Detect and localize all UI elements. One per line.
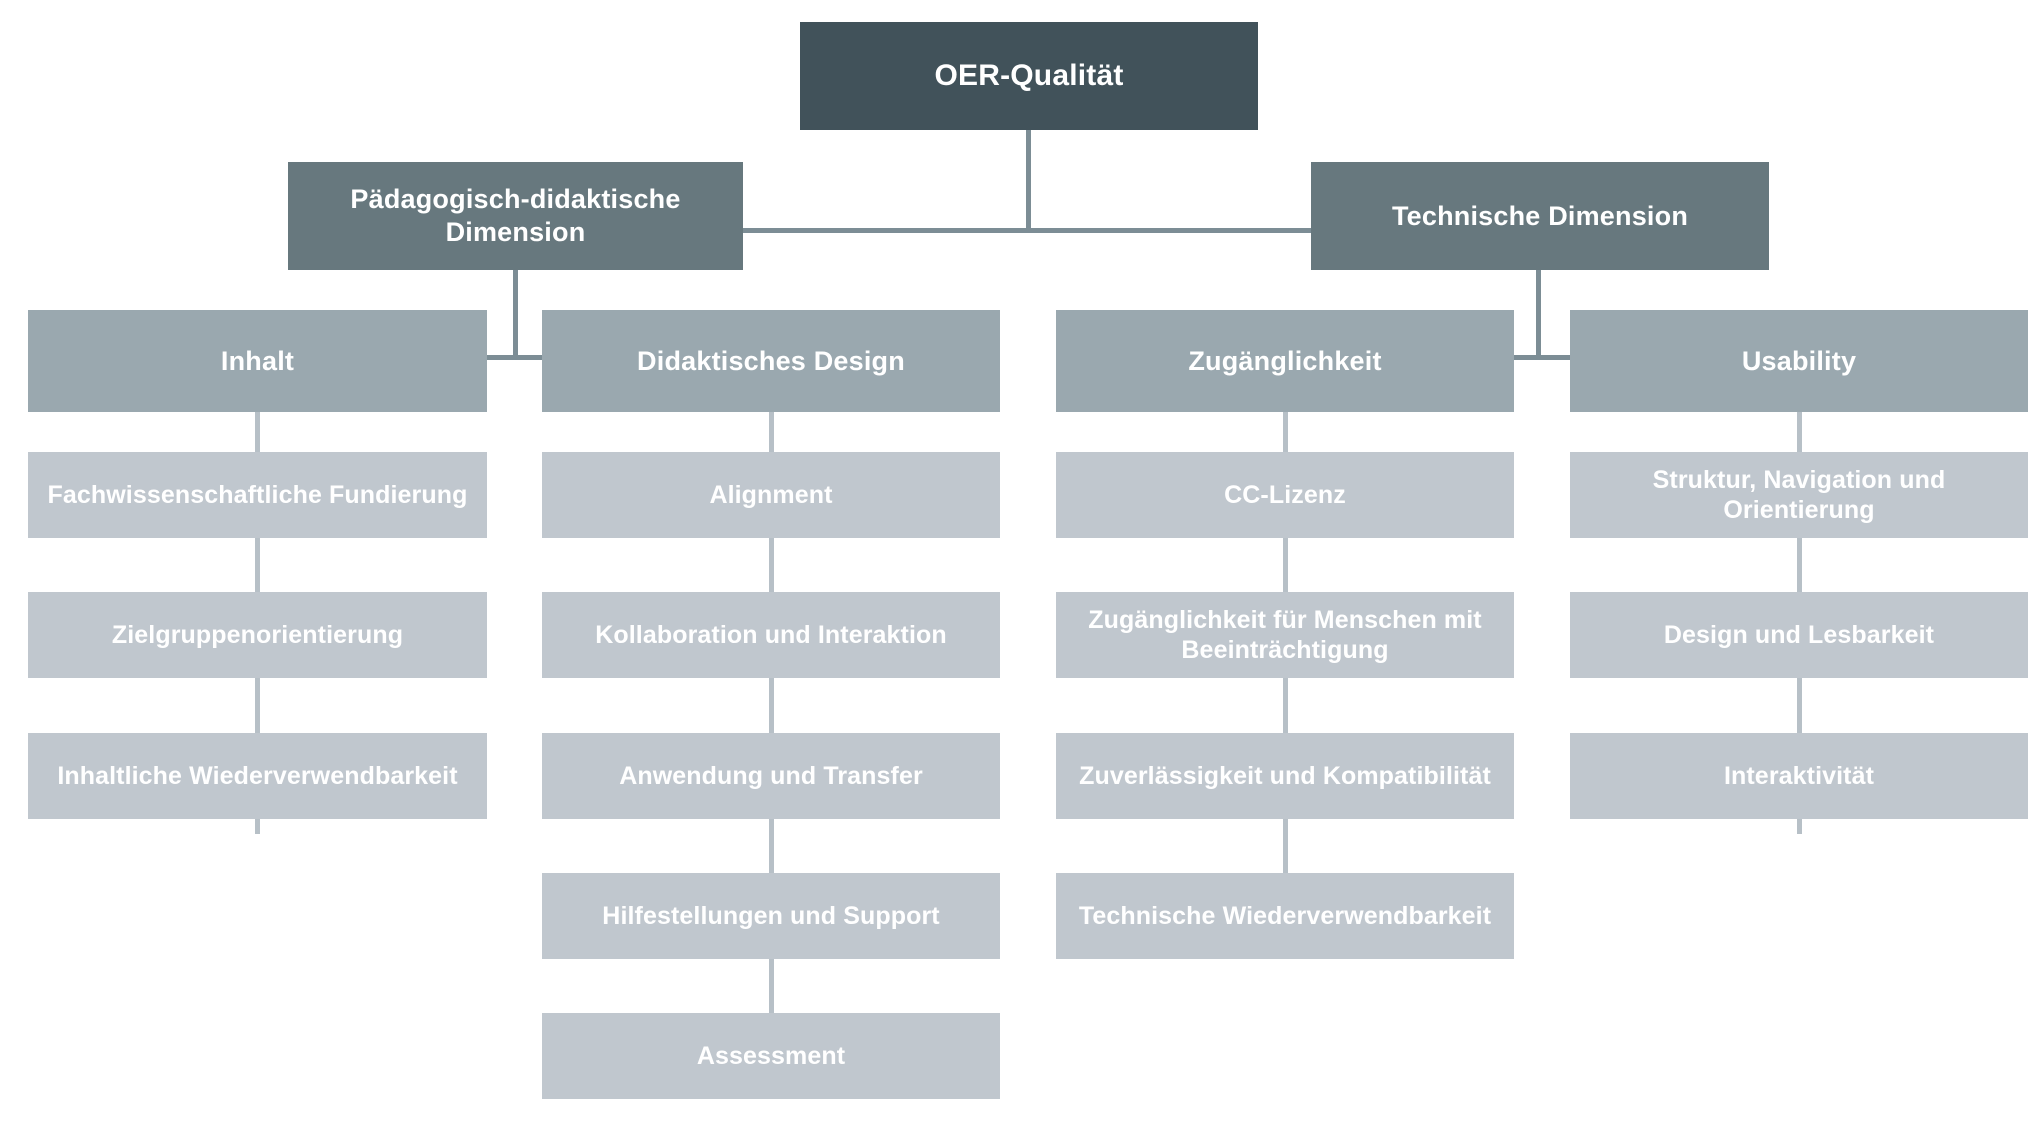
criterion-node-zugaenglichkeit-fuer-menschen-mit-beeintraechtigung[interactable]: Zugänglichkeit für Menschen mit Beeinträ… — [1056, 592, 1514, 678]
connector-spine-didaktisches-design — [769, 412, 774, 1046]
criterion-node-zuverlaessigkeit-und-kompatibilitaet[interactable]: Zuverlässigkeit und Kompatibilität — [1056, 733, 1514, 819]
root-node-oer-qualitaet[interactable]: OER-Qualität — [800, 22, 1258, 130]
criterion-node-label: Kollaboration und Interaktion — [595, 620, 947, 649]
criterion-node-anwendung-und-transfer[interactable]: Anwendung und Transfer — [542, 733, 1000, 819]
criterion-node-fachwissenschaftliche-fundierung[interactable]: Fachwissenschaftliche Fundierung — [28, 452, 487, 538]
category-node-usability[interactable]: Usability — [1570, 310, 2028, 412]
criterion-node-cc-lizenz[interactable]: CC-Lizenz — [1056, 452, 1514, 538]
criterion-node-label: Fachwissenschaftliche Fundierung — [47, 480, 468, 509]
dimension-node-paedagogisch-didaktische-dimension[interactable]: Pädagogisch-didaktische Dimension — [288, 162, 743, 270]
criterion-node-kollaboration-und-interaktion[interactable]: Kollaboration und Interaktion — [542, 592, 1000, 678]
dimension-node-label: Technische Dimension — [1391, 200, 1689, 231]
criterion-node-label: Technische Wiederverwendbarkeit — [1078, 901, 1492, 930]
criterion-node-label: Struktur, Navigation und Orientierung — [1652, 465, 1946, 525]
criterion-node-assessment[interactable]: Assessment — [542, 1013, 1000, 1099]
criterion-node-label: Inhaltliche Wiederverwendbarkeit — [57, 761, 458, 790]
connector-tech-bar — [1514, 355, 1570, 360]
category-node-didaktisches-design[interactable]: Didaktisches Design — [542, 310, 1000, 412]
criterion-node-design-und-lesbarkeit[interactable]: Design und Lesbarkeit — [1570, 592, 2028, 678]
category-node-label: Zugänglichkeit — [1188, 345, 1382, 376]
category-node-zugaenglichkeit[interactable]: Zugänglichkeit — [1056, 310, 1514, 412]
criterion-node-alignment[interactable]: Alignment — [542, 452, 1000, 538]
criterion-node-label: Zielgruppenorientierung — [111, 620, 404, 649]
criterion-node-zielgruppenorientierung[interactable]: Zielgruppenorientierung — [28, 592, 487, 678]
criterion-node-label: Interaktivität — [1723, 761, 1875, 790]
criterion-node-label: Design und Lesbarkeit — [1663, 620, 1935, 649]
category-node-inhalt[interactable]: Inhalt — [28, 310, 487, 412]
root-node-label: OER-Qualität — [934, 58, 1124, 92]
criterion-node-hilfestellungen-und-support[interactable]: Hilfestellungen und Support — [542, 873, 1000, 959]
connector-tech-stem — [1536, 270, 1541, 360]
criterion-node-label: Zuverlässigkeit und Kompatibilität — [1079, 761, 1491, 790]
category-node-label: Didaktisches Design — [637, 345, 905, 376]
dimension-node-technische-dimension[interactable]: Technische Dimension — [1311, 162, 1769, 270]
criterion-node-inhaltliche-wiederverwendbarkeit[interactable]: Inhaltliche Wiederverwendbarkeit — [28, 733, 487, 819]
criterion-node-interaktivitaet[interactable]: Interaktivität — [1570, 733, 2028, 819]
criterion-node-label: Zugänglichkeit für Menschen mit Beeinträ… — [1088, 605, 1482, 665]
category-node-label: Usability — [1741, 345, 1857, 376]
criterion-node-label: CC-Lizenz — [1224, 480, 1346, 509]
criterion-node-struktur-navigation-und-orientierung[interactable]: Struktur, Navigation und Orientierung — [1570, 452, 2028, 538]
category-node-label: Inhalt — [220, 345, 295, 376]
connector-paed-stem — [513, 270, 518, 360]
criterion-node-label: Assessment — [696, 1041, 846, 1070]
criterion-node-technische-wiederverwendbarkeit[interactable]: Technische Wiederverwendbarkeit — [1056, 873, 1514, 959]
criterion-node-label: Anwendung und Transfer — [619, 761, 923, 790]
connector-dimensions-bar — [743, 228, 1311, 233]
connector-paed-bar — [487, 355, 542, 360]
criterion-node-label: Hilfestellungen und Support — [602, 901, 940, 930]
connector-root-stem — [1026, 130, 1031, 231]
criterion-node-label: Alignment — [709, 480, 833, 509]
dimension-node-label: Pädagogisch-didaktische Dimension — [350, 184, 681, 247]
